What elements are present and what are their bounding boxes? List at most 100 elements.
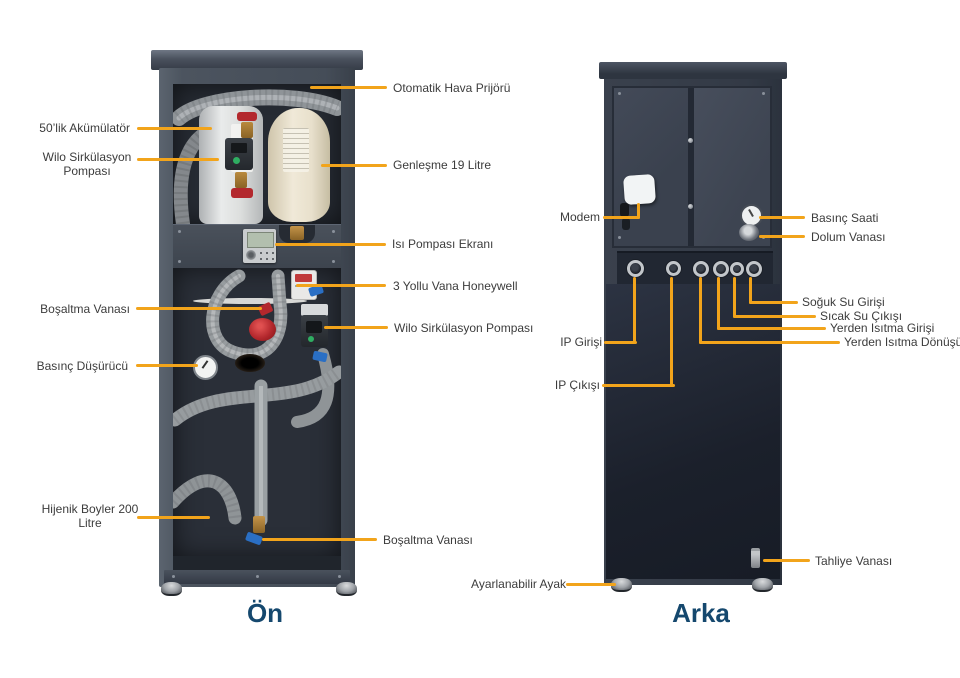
modem-box [623,173,656,206]
leader-sicak-v [733,277,736,318]
upper-brass-fitting-bottom [235,172,247,188]
leader-basinc-saati [759,216,805,219]
label-hijenik-boyler: Hijenik Boyler 200 Litre [41,502,139,530]
label-bosaltma-alt: Boşaltma Vanası [383,533,473,547]
leader-wilo-sag [324,326,388,329]
connector-floor-return [693,261,709,277]
leader-bosaltma-alt [262,538,377,541]
label-50lik-akumulator: 50’lik Akümülatör [39,121,130,135]
front-view: Ön [151,50,363,628]
leader-tahliye [763,559,810,562]
leader-uc-yollu-vana [296,284,386,287]
front-control-band [173,224,341,270]
leader-otomatik-hava [310,86,387,89]
valve-label-red [295,274,312,282]
label-isi-pompasi-ekrani: Isı Pompası Ekranı [392,237,494,251]
label-tahliye-vanasi: Tahliye Vanası [815,554,893,568]
leader-ayak [566,583,616,586]
label-ip-cikisi: IP Çıkışı [554,378,600,392]
adjustable-foot-back-right [752,578,773,592]
leader-basinc-dusurucu [136,364,198,367]
label-ayarlanabilir-ayak: Ayarlanabilir Ayak [471,577,566,591]
leader-soguk-h [749,301,798,304]
leader-ip-cikisi-h [602,384,675,387]
back-title: Arka [672,598,730,628]
heat-pump-display [243,229,276,263]
door-center-strip [688,88,694,246]
front-bottom-bar [164,570,350,584]
adjustable-foot-front-left [161,582,182,596]
label-genlesme: Genleşme 19 Litre [393,158,492,172]
leader-sicak-h [733,315,816,318]
leader-soguk-v [749,277,752,304]
front-title: Ön [246,598,284,628]
label-wilo-pompa-sol: Wilo Sirkülasyon Pompası [42,150,132,178]
gauge-needle [201,360,209,369]
leader-yerden-donusu-v [699,277,702,344]
back-view: Arka [480,0,960,678]
pressure-gauge-front [193,355,218,380]
upper-brass-fitting-top [241,122,253,138]
display-speaker [246,250,256,260]
label-basinc-dusurucu: Basınç Düşürücü [36,359,128,373]
adjustable-foot-back-left [611,578,632,592]
leader-genlesme [321,164,387,167]
modem-cable [620,203,629,217]
leader-wilo-sol [137,158,219,161]
label-modem: Modem [559,210,600,224]
boiler-top-seam [193,298,307,304]
connector-ip-in [627,260,644,277]
drain-fitting-brass [253,516,265,533]
leader-yerden-girisi-h [717,327,826,330]
back-cabinet-top-cap [599,62,787,79]
label-yerden-isitma-girisi: Yerden Isıtma Girişi [830,321,935,335]
leader-akumulator [137,127,212,130]
connector-cold-in [746,261,762,277]
connector-floor-in [713,261,729,277]
upper-red-valve-bottom [231,188,253,198]
pump-light-lower [308,336,314,342]
display-buttons [258,250,274,260]
display-screen [247,232,274,248]
label-soguk-su-girisi: Soğuk Su Girişi [802,295,885,309]
label-bosaltma-ust: Boşaltma Vanası [40,302,130,316]
gauge-needle-back [748,209,754,217]
leader-modem-v [637,203,640,219]
connector-hot-out [730,262,744,276]
leader-yerden-girisi-v [717,277,720,330]
back-connector-panel [617,251,773,287]
label-uc-yollu-vana: 3 Yollu Vana Honeywell [393,279,518,293]
leader-ip-girisi-v [633,277,636,344]
label-wilo-pompa-sag: Wilo Sirkülasyon Pompası [394,321,534,335]
pump-display-lower [306,321,322,333]
label-dolum-vanasi: Dolum Vanası [811,230,886,244]
circulation-pump-lower [301,315,328,347]
label-sicak-su-cikisi: Sıcak Su Çıkışı [820,309,903,323]
front-lower-compartment [173,268,341,558]
boiler-red-cap [249,318,276,341]
pump-bracket-lower [301,304,328,316]
band-recess [279,225,315,243]
leader-ip-girisi-h [604,341,637,344]
front-cabinet-top-cap [151,50,363,70]
connector-ip-out [666,261,681,276]
drain-valve-back [751,548,760,568]
pump-display [231,143,247,153]
label-otomatik-hava-prijoru: Otomatik Hava Prijörü [393,81,511,95]
adjustable-foot-front-right [336,582,357,596]
label-ip-girisi: IP Girişi [560,335,602,349]
fill-valve [739,224,759,241]
pump-indicator-light [233,157,240,164]
front-base-floor [173,556,341,572]
label-basinc-saati: Basınç Saati [811,211,879,225]
leader-ip-cikisi-v [670,277,673,387]
leader-dolum-vanasi [759,235,805,238]
front-upper-compartment [173,84,341,224]
boiler-port [235,354,265,372]
modem-cable-2 [622,218,630,230]
brass-connection [290,226,304,240]
leader-modem-h [603,216,640,219]
circulation-pump-upper [225,138,253,170]
leader-hijenik-boyler [137,516,210,519]
